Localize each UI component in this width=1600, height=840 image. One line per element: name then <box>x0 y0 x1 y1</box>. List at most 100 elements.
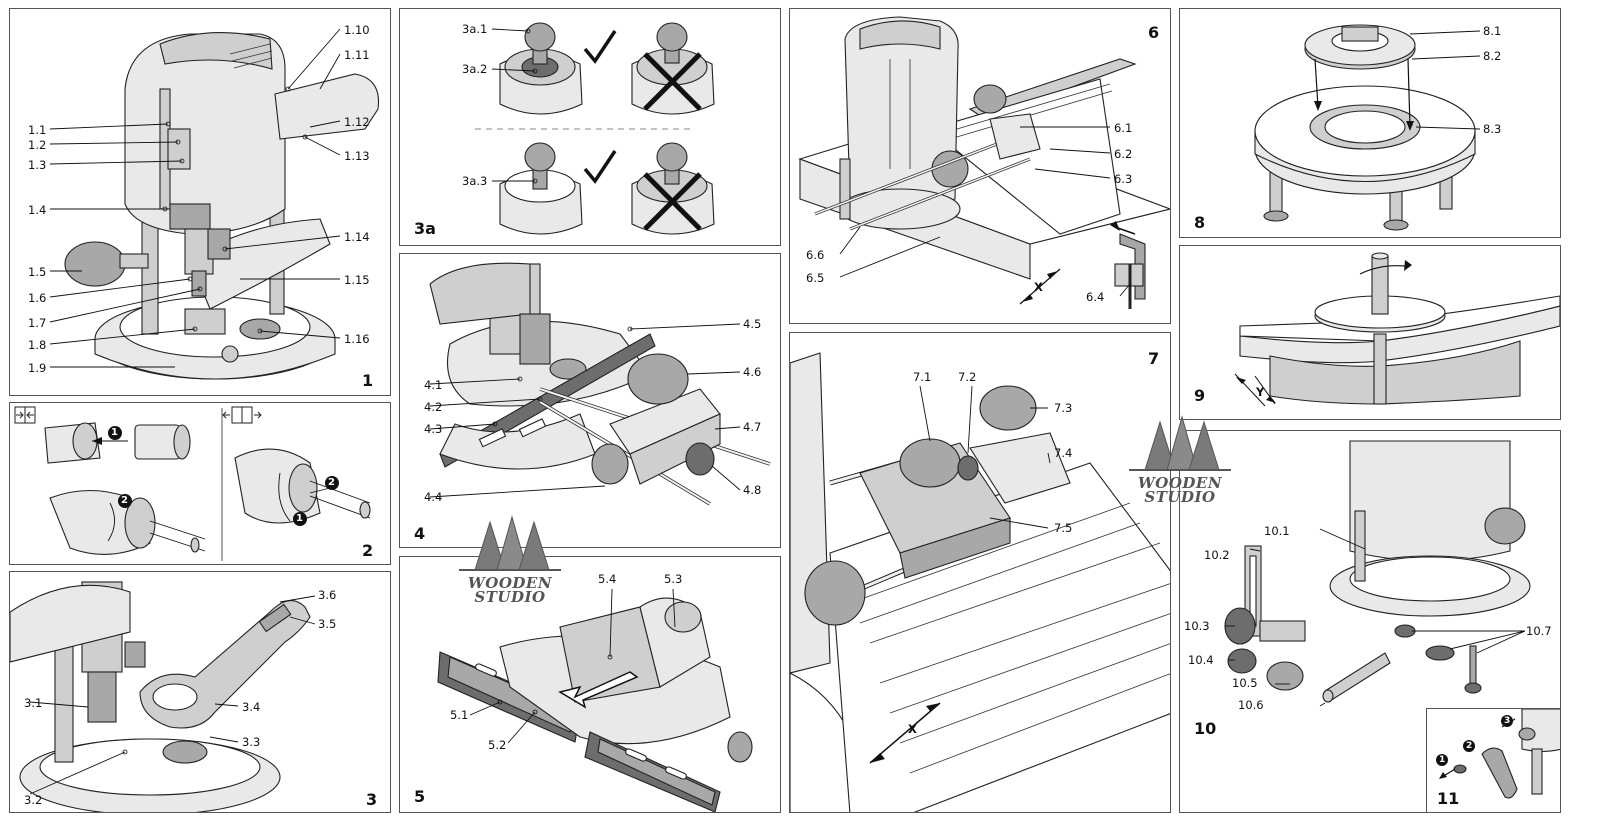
label-1-3: 1.3 <box>28 158 47 172</box>
label-4-2: 4.2 <box>424 400 443 414</box>
dim-y-9: Y <box>1256 385 1265 399</box>
label-3-4: 3.4 <box>242 700 261 714</box>
panel-number-3a: 3a <box>414 219 436 238</box>
label-1-9: 1.9 <box>28 361 47 375</box>
label-10-5: 10.5 <box>1232 676 1258 690</box>
panel-number-1: 1 <box>362 371 374 390</box>
panel-number-6: 6 <box>1148 23 1160 42</box>
label-4-3: 4.3 <box>424 422 443 436</box>
watermark-line1: WOODEN <box>467 574 553 592</box>
label-7-4: 7.4 <box>1054 446 1073 460</box>
label-6-1: 6.1 <box>1114 121 1133 135</box>
label-1-6: 1.6 <box>28 291 47 305</box>
label-7-3: 7.3 <box>1054 401 1073 415</box>
tree-icon <box>459 515 561 571</box>
copy-sleeve-drawing-8 <box>1254 24 1481 231</box>
label-7-1: 7.1 <box>913 370 932 384</box>
label-1-2: 1.2 <box>28 138 47 152</box>
label-1-11: 1.11 <box>344 48 370 62</box>
label-1-8: 1.8 <box>28 338 47 352</box>
label-5-3: 5.3 <box>664 572 683 586</box>
label-1-10: 1.10 <box>344 23 370 37</box>
label-6-6: 6.6 <box>806 248 825 262</box>
panel-number-3: 3 <box>366 790 378 809</box>
watermark-logo: WOODEN STUDIO <box>455 512 565 612</box>
label-10-4: 10.4 <box>1188 653 1214 667</box>
watermark-line2: STUDIO <box>474 588 546 606</box>
label-5-2: 5.2 <box>488 738 507 752</box>
guide-rail-drawing-6 <box>798 16 1170 309</box>
step-1: 1 <box>111 427 118 438</box>
panel-11: 1 2 3 11 <box>1426 708 1561 813</box>
label-8-2: 8.2 <box>1483 49 1502 63</box>
panel-number-7: 7 <box>1148 349 1160 368</box>
lever-drawing-11 <box>1436 709 1560 799</box>
label-3-2: 3.2 <box>24 793 43 807</box>
check-icon-2 <box>583 150 617 184</box>
cross-icon <box>643 52 702 111</box>
label-1-4: 1.4 <box>28 203 47 217</box>
label-4-4: 4.4 <box>424 490 443 504</box>
watermark-line2-2: STUDIO <box>1144 488 1216 506</box>
label-5-4: 5.4 <box>598 572 617 586</box>
fence-drawing-5 <box>437 588 753 812</box>
collet-in-icon <box>14 406 36 424</box>
label-6-4: 6.4 <box>1086 290 1105 304</box>
label-10-7: 10.7 <box>1526 624 1552 638</box>
step-1b: 1 <box>296 513 303 524</box>
guide-adapter-drawing-7 <box>790 352 1170 812</box>
label-10-2: 10.2 <box>1204 548 1230 562</box>
label-6-2: 6.2 <box>1114 147 1133 161</box>
label-4-1: 4.1 <box>424 378 443 392</box>
panel-8: 8.1 8.2 8.3 8 <box>1179 8 1561 238</box>
collet-check-drawing-3a <box>475 22 715 235</box>
panel-number-5: 5 <box>414 787 426 806</box>
label-1-16: 1.16 <box>344 332 370 346</box>
parallel-guide-drawing-4 <box>429 262 771 506</box>
collet-out-icon <box>222 406 262 424</box>
collet-drawing-2 <box>14 406 371 561</box>
label-7-2: 7.2 <box>958 370 977 384</box>
label-7-5: 7.5 <box>1054 521 1073 535</box>
label-5-1: 5.1 <box>450 708 469 722</box>
label-8-1: 8.1 <box>1483 24 1502 38</box>
label-10-1: 10.1 <box>1264 524 1290 538</box>
label-3-5: 3.5 <box>318 617 337 631</box>
label-10-6: 10.6 <box>1238 698 1264 712</box>
label-3-6: 3.6 <box>318 588 337 602</box>
label-4-8: 4.8 <box>743 483 762 497</box>
label-1-14: 1.14 <box>344 230 370 244</box>
panel-4: 4.1 4.2 4.3 4.4 4.5 4.6 4.7 4.8 4 <box>399 253 781 548</box>
panel-2: 1 2 2 1 2 <box>9 402 391 565</box>
panel-3: 3.1 3.2 3.3 3.4 3.5 3.6 3 <box>9 571 391 813</box>
panel-number-2: 2 <box>362 541 374 560</box>
label-1-5: 1.5 <box>28 265 47 279</box>
step-2-11: 2 <box>1466 741 1473 751</box>
watermark-logo-2: WOODEN STUDIO <box>1125 412 1235 512</box>
panel-7: 7.1 7.2 7.3 7.4 7.5 X 7 <box>789 332 1171 813</box>
label-3a-3: 3a.3 <box>462 174 488 188</box>
dim-x-7: X <box>908 722 917 736</box>
panel-1: 1.1 1.2 1.3 1.4 1.5 1.6 1.7 1.8 1.9 1.10… <box>9 8 391 396</box>
step-1-11: 1 <box>1439 755 1446 765</box>
dust-extraction-drawing-10 <box>1224 440 1531 707</box>
panel-number-8: 8 <box>1194 213 1206 232</box>
label-3a-1: 3a.1 <box>462 22 488 36</box>
panel-number-9: 9 <box>1194 386 1206 405</box>
label-1-12: 1.12 <box>344 115 370 129</box>
label-6-5: 6.5 <box>806 271 825 285</box>
panel-number-10: 10 <box>1194 719 1217 738</box>
label-1-1: 1.1 <box>28 123 47 137</box>
panel-3a: 3a.1 3a.2 3a.3 3a <box>399 8 781 246</box>
router-drawing-1 <box>49 28 380 380</box>
label-1-13: 1.13 <box>344 149 370 163</box>
label-8-3: 8.3 <box>1483 122 1502 136</box>
check-icon <box>583 30 617 64</box>
label-3a-2: 3a.2 <box>462 62 488 76</box>
label-3-1: 3.1 <box>24 696 43 710</box>
tree-icon-2 <box>1129 415 1231 471</box>
step-3-11: 3 <box>1504 716 1511 726</box>
dim-x-6: X <box>1034 280 1043 294</box>
panel-6: 6.6 6.5 6.1 6.2 6.3 6.4 X 6 <box>789 8 1171 324</box>
label-1-15: 1.15 <box>344 273 370 287</box>
